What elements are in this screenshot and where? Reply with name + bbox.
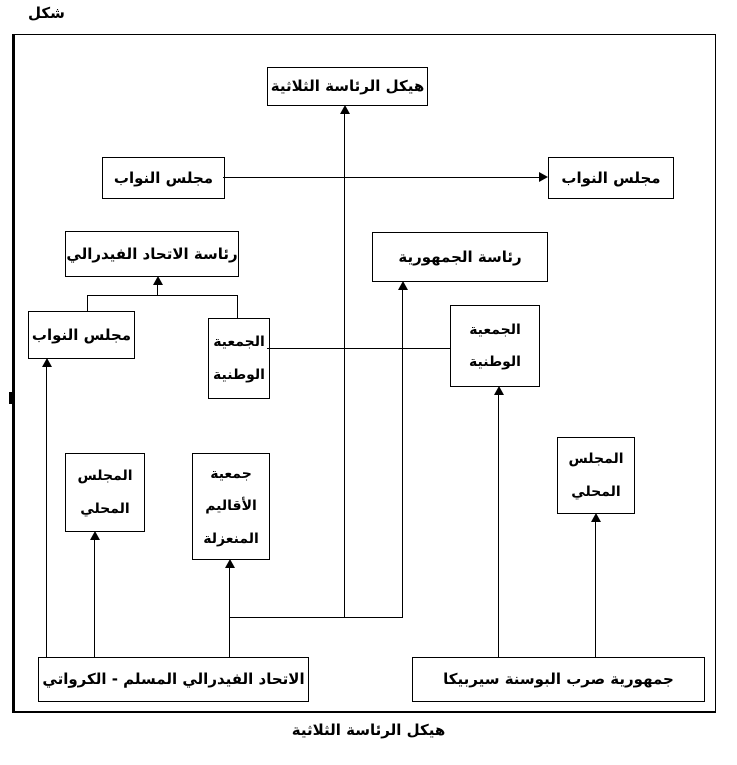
box-federal-union-presidency: رئاسة الاتحاد الفيدرالي: [65, 231, 239, 277]
arrowhead-local-council-right: [591, 513, 601, 522]
box-national-assembly-right: الجمعية الوطنية: [450, 305, 540, 387]
connector-from-council-reps-small: [87, 295, 88, 312]
connector-to-federal-union: [157, 284, 158, 296]
box-local-council-left: المجلس المحلي: [65, 453, 145, 532]
connector-from-national-assembly-left: [237, 295, 238, 319]
arrowhead-council-reps-small: [42, 358, 52, 367]
box-council-reps-small: مجلس النواب: [28, 311, 135, 359]
arrowhead-federal-union: [153, 276, 163, 285]
arrowhead-isolated-regions: [225, 559, 235, 568]
diagram-border: [12, 34, 716, 713]
connector-to-isolated-regions: [229, 567, 230, 657]
arrowhead-presidency-structure: [340, 105, 350, 114]
box-isolated-regions-assembly: جمعية الأقاليم المنعزلة: [192, 453, 270, 560]
connector-to-local-council-left: [94, 539, 95, 657]
border-mark: [9, 392, 15, 404]
box-council-reps-right: مجلس النواب: [548, 157, 674, 199]
arrowhead-national-assembly-right: [494, 386, 504, 395]
arrowhead-republic-presidency: [398, 281, 408, 290]
diagram-caption: هيكل الرئاسة الثلاثية: [291, 721, 446, 739]
arrowhead-local-council-left: [90, 531, 100, 540]
connector-reps-to-reps: [223, 177, 539, 178]
connector-bottom-branch: [229, 617, 403, 618]
box-local-council-right: المجلس المحلي: [557, 437, 635, 514]
figure-label: شكل: [28, 4, 65, 22]
box-muslim-croat-federation: الاتحاد الفيدرالي المسلم - الكرواتي: [38, 657, 309, 702]
connector-assembly-to-assembly: [267, 348, 450, 349]
arrowhead-reps-right: [539, 172, 548, 182]
box-national-assembly-left: الجمعية الوطنية: [208, 318, 270, 399]
box-council-reps-left: مجلس النواب: [102, 157, 225, 199]
connector-to-presidency-structure: [344, 113, 345, 618]
connector-to-council-reps-small: [46, 366, 47, 657]
connector-to-local-council-right: [595, 521, 596, 657]
box-republic-presidency: رئاسة الجمهورية: [372, 232, 548, 282]
connector-to-republic-presidency: [402, 289, 403, 618]
box-presidency-structure: هيكل الرئاسة الثلاثية: [267, 67, 428, 106]
box-serb-republic: جمهورية صرب البوسنة سيربيكا: [412, 657, 705, 702]
connector-to-national-assembly-right: [498, 394, 499, 657]
connector-merge-horizontal: [87, 295, 238, 296]
